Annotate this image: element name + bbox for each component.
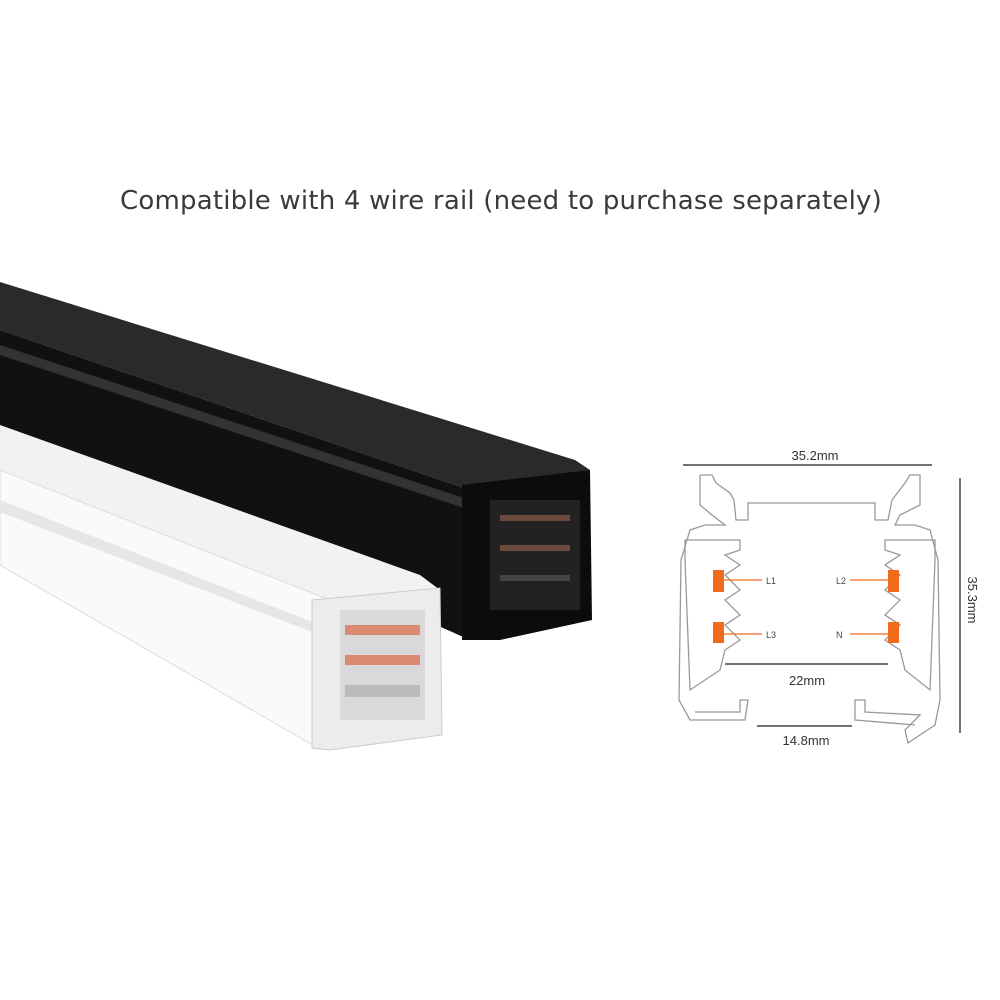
svg-text:N: N [836, 630, 843, 640]
pin-l1: L1 [713, 570, 776, 592]
svg-text:L1: L1 [766, 576, 776, 586]
pin-l2: L2 [836, 570, 899, 592]
svg-text:L2: L2 [836, 576, 846, 586]
pin-n: N [836, 622, 899, 643]
headline: Compatible with 4 wire rail (need to pur… [120, 186, 882, 216]
height-label: 35.3mm [965, 577, 980, 624]
svg-text:L3: L3 [766, 630, 776, 640]
pin-l3: L3 [713, 622, 776, 643]
rail-profile-outline [678, 474, 941, 745]
width-label: 35.2mm [792, 448, 839, 463]
inner-width-label: 22mm [789, 673, 825, 688]
opening-label: 14.8mm [783, 733, 830, 748]
white-rail [0, 425, 443, 751]
